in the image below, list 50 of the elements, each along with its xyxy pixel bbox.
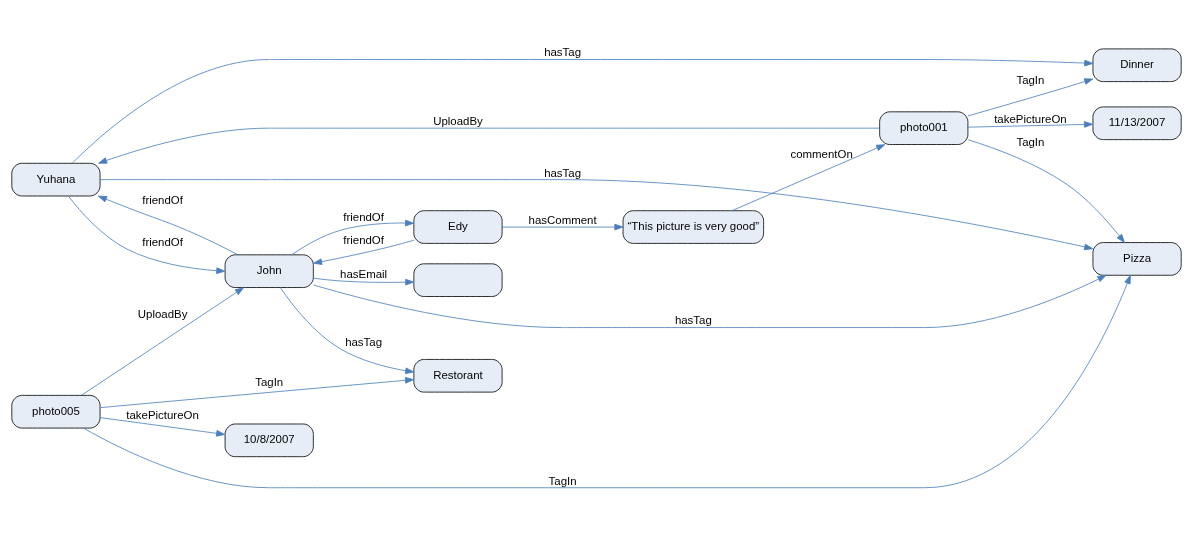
arrow	[501, 223, 624, 231]
edge-label: takePictureOn	[126, 409, 199, 422]
edge-label: takePictureOn	[994, 112, 1067, 125]
arrow	[967, 139, 1125, 243]
edge-label: hasEmail	[340, 267, 388, 280]
node-box	[413, 263, 503, 297]
arrow	[967, 78, 1094, 117]
node-box: Edy	[413, 210, 503, 244]
arrow	[967, 121, 1093, 128]
node-box: “This picture is very good”	[622, 210, 764, 244]
node-box: Pizza	[1092, 242, 1182, 276]
edge-label: friendOf	[142, 236, 183, 249]
edge-label: UploadBy	[433, 115, 483, 128]
arrow	[71, 59, 1094, 164]
node-box: 11/13/2007	[1092, 106, 1182, 140]
node-box: photo005	[11, 394, 101, 429]
edge-label: hasTag	[544, 166, 582, 179]
arrow	[81, 287, 244, 396]
arrow	[97, 195, 239, 256]
arrow	[98, 127, 880, 164]
edge-label: commentOn	[790, 147, 853, 160]
arrow	[83, 274, 1131, 489]
arrow	[99, 377, 415, 409]
edge-label: TagIn	[548, 474, 577, 487]
node-box: Yuhana	[11, 162, 101, 197]
edge-label: TagIn	[255, 375, 284, 388]
arrow	[99, 417, 226, 437]
edge-label: hasTag	[345, 335, 383, 348]
edge-label: UploadBy	[137, 307, 188, 320]
edge-label: friendOf	[343, 210, 384, 223]
arrow	[313, 277, 415, 286]
arrow	[291, 219, 415, 256]
edge-label: TagIn	[1016, 74, 1045, 87]
arrow	[68, 195, 226, 274]
node-box: 10/8/2007	[224, 423, 314, 458]
arrow	[731, 144, 886, 211]
arrow	[313, 239, 415, 265]
edge-label: friendOf	[343, 234, 384, 247]
arrow	[99, 179, 1094, 251]
edge-label: hasComment	[528, 213, 597, 226]
edge-label: hasTag	[674, 314, 712, 327]
edge-label: TagIn	[1016, 136, 1045, 149]
node-box: Restorant	[413, 359, 503, 393]
arrow	[279, 287, 415, 374]
node-box: John	[224, 254, 314, 288]
arrow	[313, 274, 1107, 328]
edge-label: hasTag	[544, 46, 582, 59]
edge-label: friendOf	[142, 194, 183, 207]
node-box: photo001	[879, 111, 969, 145]
node-box: Dinner	[1092, 48, 1182, 82]
